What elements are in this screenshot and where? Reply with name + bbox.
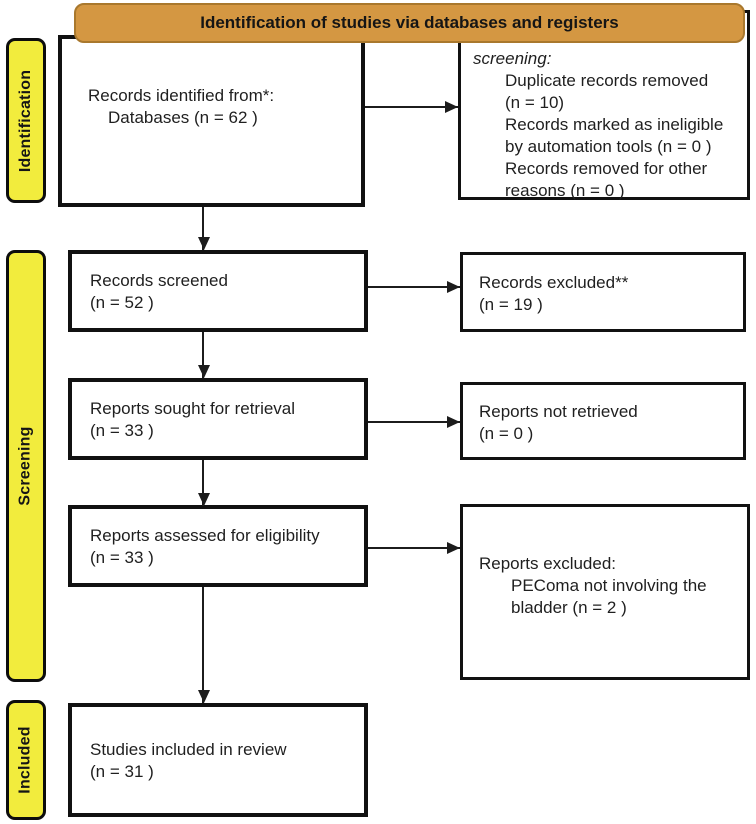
arrow-assessed-to-excluded xyxy=(368,542,460,554)
reports-excluded-line: bladder (n = 2 ) xyxy=(511,598,627,617)
reports-sought-line: (n = 33 ) xyxy=(90,421,154,440)
records-screened-line: (n = 52 ) xyxy=(90,293,154,312)
box-records-identified: Records identified from*: Databases (n =… xyxy=(58,35,365,207)
reports-excluded-line: PEComa not involving the xyxy=(511,576,707,595)
stage-label-screening-text: Screening xyxy=(17,426,35,506)
box-reports-excluded: Reports excluded: PEComa not involving t… xyxy=(460,504,750,680)
studies-included-line: Studies included in review xyxy=(90,740,287,759)
stage-label-identification: Identification xyxy=(6,38,46,203)
box-records-excluded: Records excluded** (n = 19 ) xyxy=(460,252,746,332)
records-removed-line: Records removed for other xyxy=(505,159,708,178)
records-removed-line: reasons (n = 0 ) xyxy=(505,181,625,200)
reports-sought-line: Reports sought for retrieval xyxy=(90,399,296,418)
reports-assessed-line: (n = 33 ) xyxy=(90,548,154,567)
header-title: Identification of studies via databases … xyxy=(200,13,619,32)
reports-assessed-line: Reports assessed for eligibility xyxy=(90,526,320,545)
arrow-identified-to-screened xyxy=(198,207,210,250)
stage-label-included-text: Included xyxy=(17,726,35,794)
arrow-sought-to-assessed xyxy=(198,460,210,506)
records-screened-line: Records screened xyxy=(90,271,228,290)
records-removed-line: by automation tools (n = 0 ) xyxy=(505,137,712,156)
records-removed-heading: screening: xyxy=(473,49,552,68)
box-reports-not-retrieved: Reports not retrieved (n = 0 ) xyxy=(460,382,746,460)
records-identified-line: Records identified from*: xyxy=(88,86,275,105)
arrow-sought-to-not-retrieved xyxy=(368,416,460,428)
box-records-screened: Records screened (n = 52 ) xyxy=(68,250,368,332)
records-removed-line: Records marked as ineligible xyxy=(505,115,724,134)
arrow-screened-to-sought xyxy=(198,332,210,378)
records-excluded-line: (n = 19 ) xyxy=(479,295,543,314)
reports-not-retrieved-line: (n = 0 ) xyxy=(479,424,534,443)
arrow-assessed-to-included xyxy=(198,587,210,703)
stage-label-screening: Screening xyxy=(6,250,46,682)
arrow-identified-to-removed xyxy=(365,101,458,113)
records-excluded-line: Records excluded** xyxy=(479,273,629,292)
records-identified-line: Databases (n = 62 ) xyxy=(108,108,258,127)
reports-not-retrieved-line: Reports not retrieved xyxy=(479,402,638,421)
records-removed-line: (n = 10) xyxy=(505,93,565,112)
studies-included-line: (n = 31 ) xyxy=(90,762,154,781)
arrow-screened-to-excluded xyxy=(368,281,460,293)
box-reports-assessed: Reports assessed for eligibility (n = 33… xyxy=(68,505,368,587)
box-studies-included: Studies included in review (n = 31 ) xyxy=(68,703,368,817)
records-removed-line: Duplicate records removed xyxy=(505,71,709,90)
stage-label-included: Included xyxy=(6,700,46,820)
box-reports-sought: Reports sought for retrieval (n = 33 ) xyxy=(68,378,368,460)
header-banner: Identification of studies via databases … xyxy=(74,3,745,43)
reports-excluded-heading: Reports excluded: xyxy=(479,554,617,573)
stage-label-identification-text: Identification xyxy=(17,69,35,172)
